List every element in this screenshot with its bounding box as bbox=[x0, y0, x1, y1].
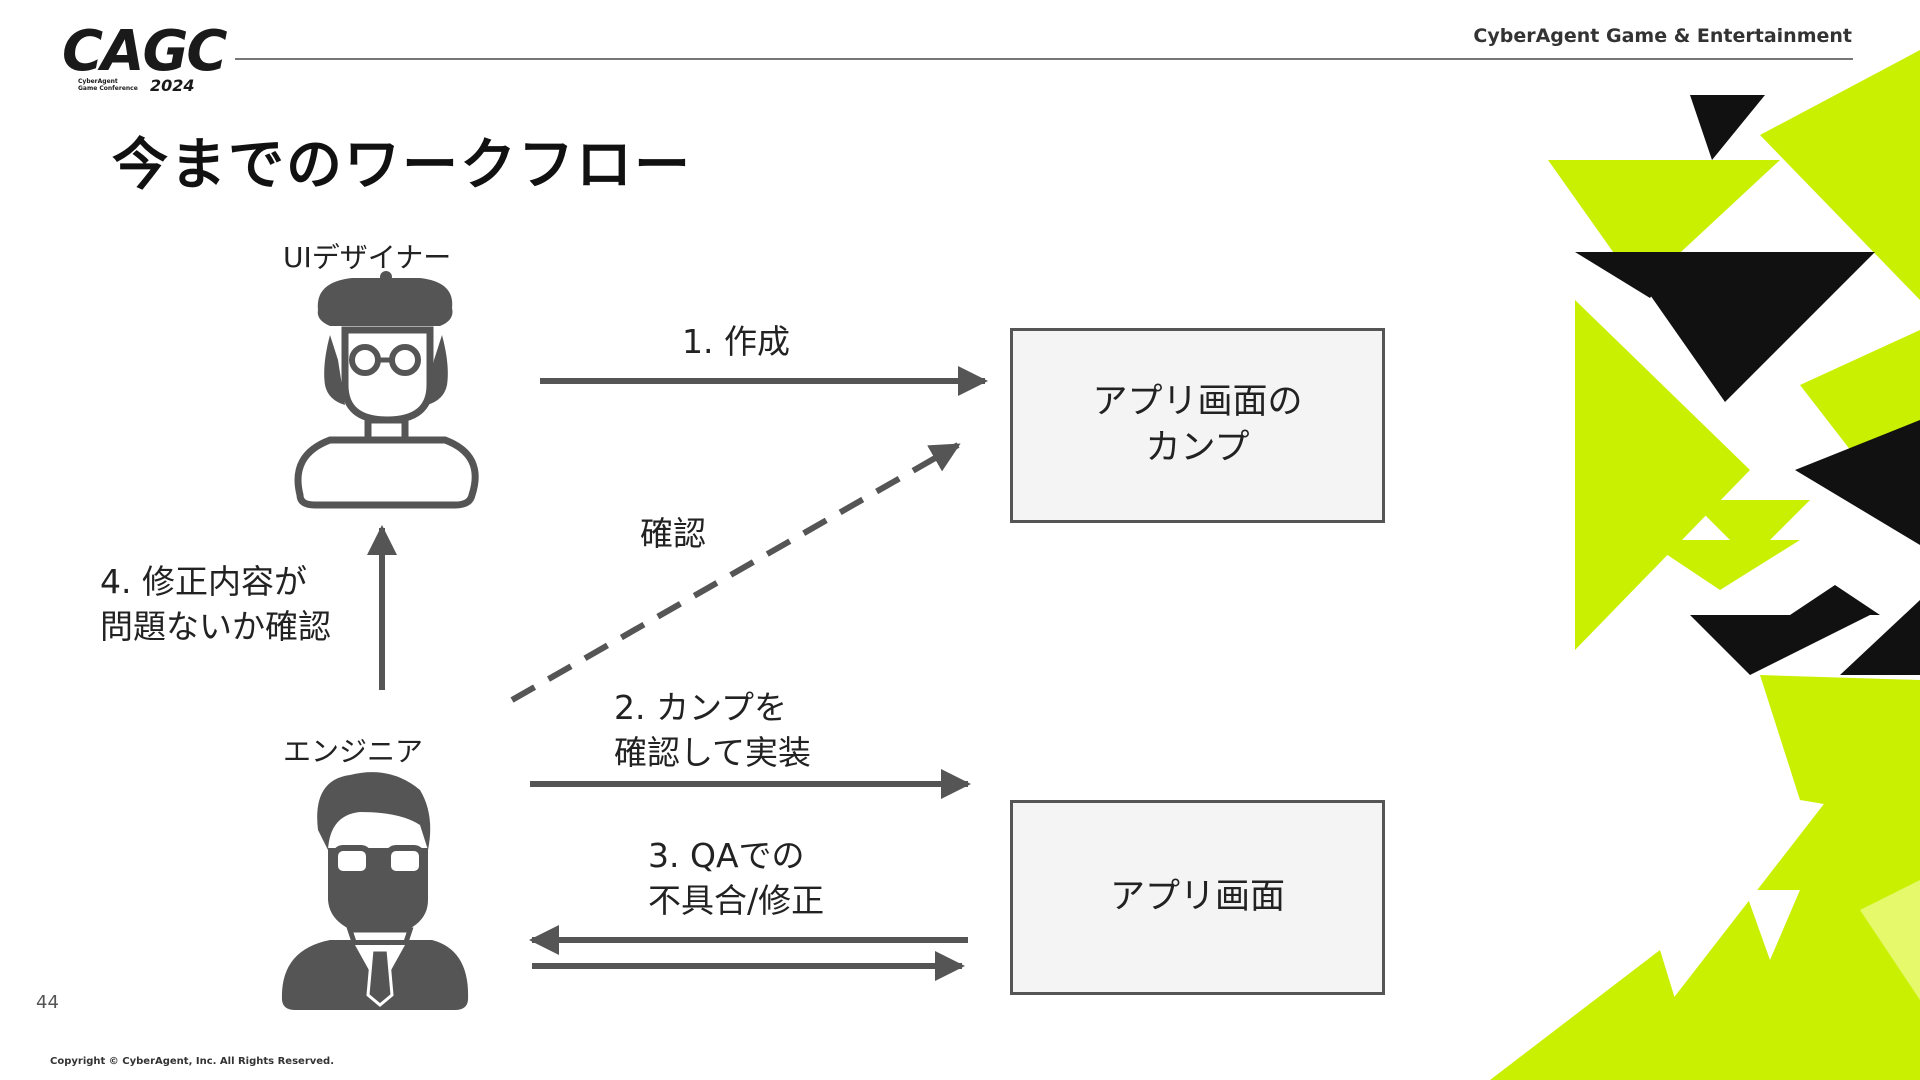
logo-subtitle-line2: Game Conference bbox=[78, 85, 138, 92]
copyright: Copyright © CyberAgent, Inc. All Rights … bbox=[50, 1056, 335, 1067]
designer-label: UIデザイナー bbox=[283, 241, 452, 274]
mockup-box-label: アプリ画面の カンプ bbox=[1092, 382, 1303, 468]
arrow-confirm-dashed bbox=[510, 442, 961, 703]
app-screen-box: アプリ画面 bbox=[1010, 800, 1385, 995]
app-screen-box-label: アプリ画面 bbox=[1109, 876, 1285, 917]
geometric-decoration bbox=[1490, 50, 1920, 1080]
workflow-arrows bbox=[367, 366, 988, 981]
step-qa-label: 3. QAでの 不具合/修正 bbox=[648, 834, 824, 923]
step-review-line2: 問題ないか確認 bbox=[100, 606, 331, 646]
step-review-line1: 4. 修正内容が bbox=[100, 562, 307, 601]
designer-avatar-icon bbox=[294, 271, 479, 509]
step-confirm-label: 確認 bbox=[640, 514, 706, 553]
step-qa-line2: 不具合/修正 bbox=[648, 880, 825, 920]
step-create-label: 1. 作成 bbox=[682, 322, 790, 361]
logo-year: 2024 bbox=[150, 76, 195, 95]
header-divider bbox=[235, 58, 1853, 60]
step-implement-line1: 2. カンプを bbox=[614, 688, 787, 727]
step-implement-line2: 確認して実装 bbox=[614, 732, 812, 772]
engineer-label: エンジニア bbox=[283, 735, 424, 768]
step-implement-label: 2. カンプを 確認して実装 bbox=[614, 686, 811, 775]
page-number: 44 bbox=[36, 992, 59, 1013]
mockup-box: アプリ画面の カンプ bbox=[1010, 328, 1385, 523]
engineer-avatar-icon bbox=[281, 772, 469, 1010]
company-name: CyberAgent Game & Entertainment bbox=[1473, 25, 1852, 47]
logo-subtitle-line1: CyberAgent bbox=[78, 78, 118, 85]
page-title: 今までのワークフロー bbox=[112, 133, 692, 198]
cagc-logo: CAGC bbox=[62, 19, 227, 84]
logo-subtitle: CyberAgent Game Conference bbox=[78, 78, 138, 92]
step-review-label: 4. 修正内容が 問題ないか確認 bbox=[100, 560, 331, 649]
step-qa-line1: 3. QAでの bbox=[648, 836, 805, 875]
